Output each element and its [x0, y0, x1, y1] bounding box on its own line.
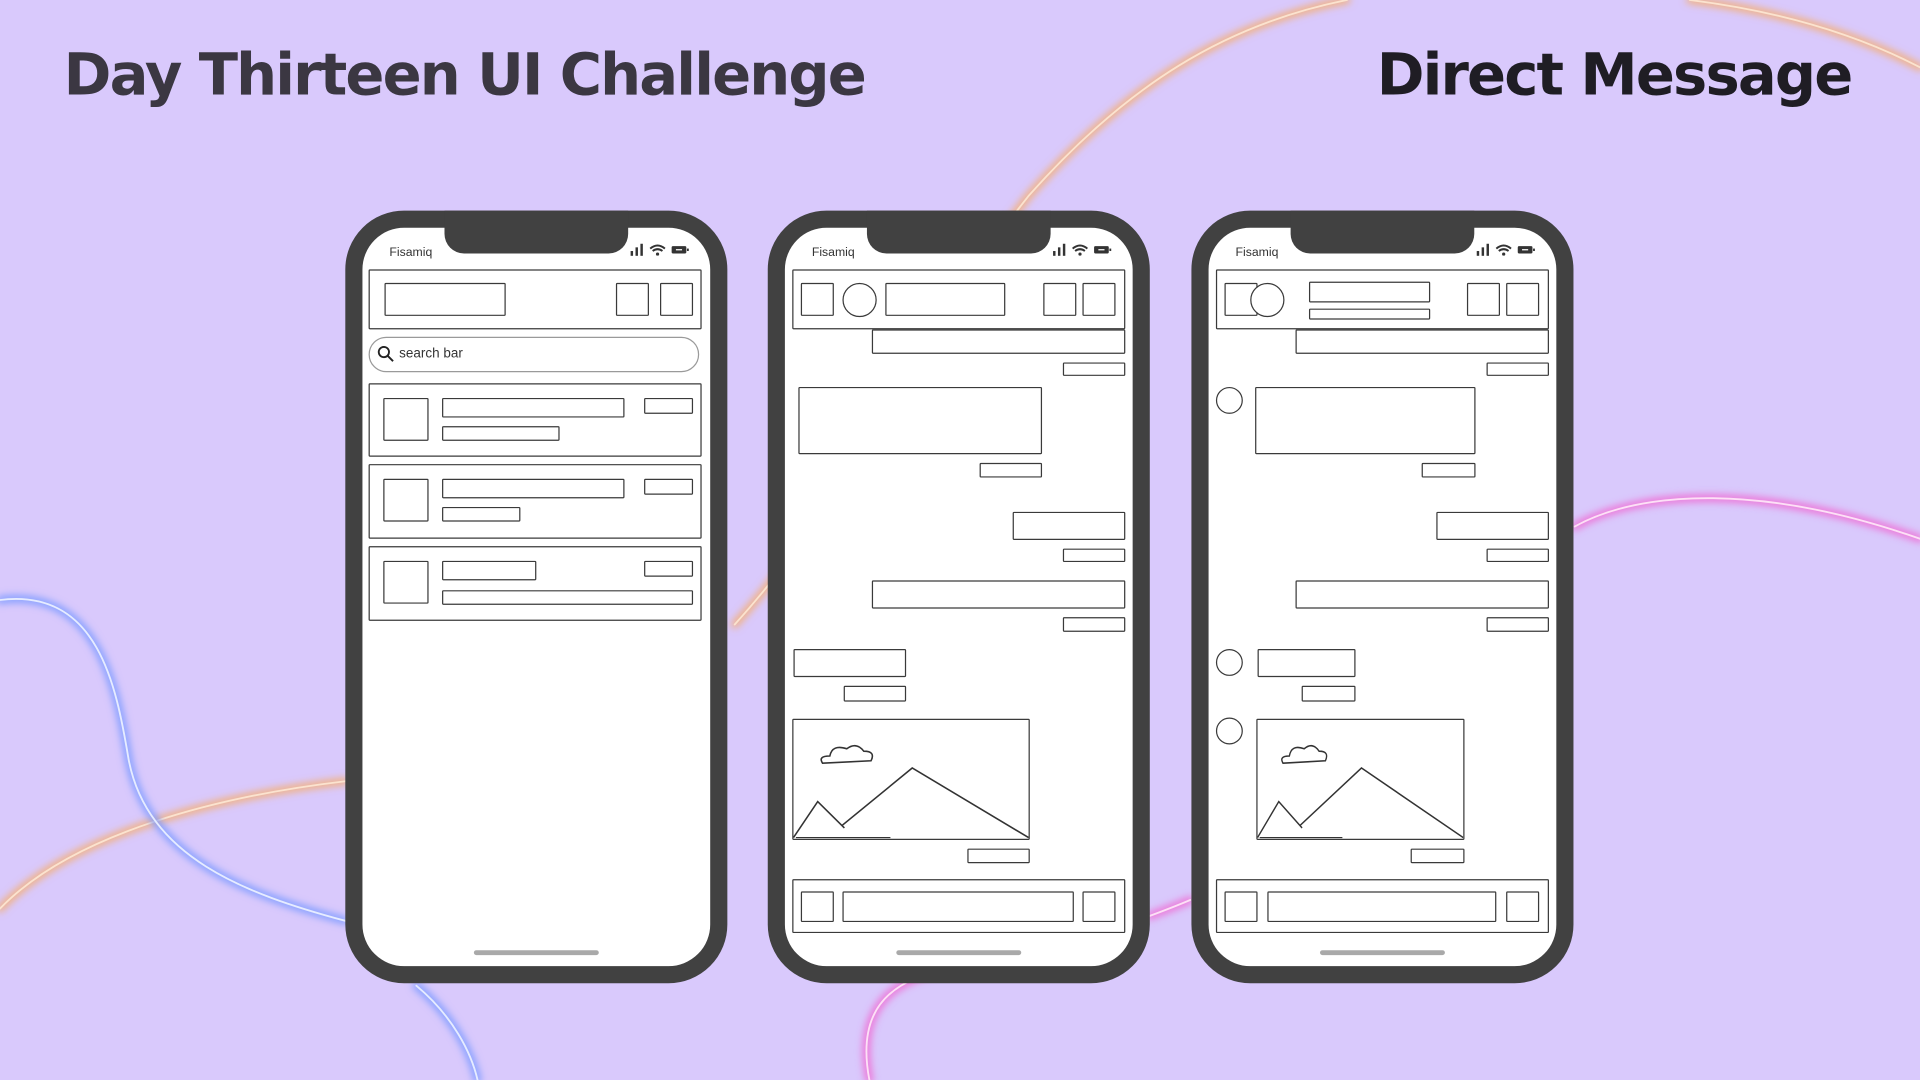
message-time — [1062, 362, 1126, 376]
message-time — [967, 848, 1030, 864]
home-indicator[interactable] — [896, 950, 1022, 956]
received-message — [1255, 386, 1476, 455]
sent-message — [1295, 329, 1549, 354]
message-input[interactable] — [1267, 891, 1497, 923]
avatar-placeholder — [383, 478, 429, 522]
image-placeholder-icon — [1256, 744, 1464, 839]
search-icon — [377, 345, 394, 362]
notch — [866, 210, 1051, 254]
received-message — [1257, 648, 1356, 678]
home-indicator[interactable] — [1320, 950, 1445, 956]
more-button[interactable] — [1082, 282, 1116, 316]
attach-button[interactable] — [800, 891, 834, 923]
avatar-placeholder — [383, 560, 429, 604]
action-button[interactable] — [615, 282, 649, 316]
sent-message — [871, 580, 1126, 609]
attach-button[interactable] — [1224, 891, 1258, 923]
message-time — [1062, 548, 1126, 563]
send-button[interactable] — [1082, 891, 1116, 923]
contact-avatar[interactable] — [1250, 282, 1285, 318]
wifi-icon — [649, 244, 666, 256]
preview-line — [442, 590, 694, 605]
status-icons — [1476, 243, 1547, 262]
message-time — [1421, 462, 1476, 478]
search-placeholder: search bar — [399, 346, 463, 362]
preview-line — [442, 426, 560, 441]
battery-icon — [672, 246, 690, 254]
received-message — [798, 386, 1043, 455]
send-button[interactable] — [1506, 891, 1540, 923]
image-message[interactable] — [792, 718, 1030, 841]
avatar-placeholder — [383, 397, 429, 441]
call-button[interactable] — [1466, 282, 1501, 316]
message-time — [1486, 548, 1549, 563]
notch — [1290, 210, 1475, 254]
carrier-label: Fisamiq — [1235, 246, 1279, 260]
wifi-icon — [1072, 244, 1089, 256]
challenge-title: Day Thirteen UI Challenge — [63, 41, 867, 109]
title-placeholder — [384, 282, 506, 316]
image-placeholder-icon — [792, 744, 1029, 839]
sender-avatar — [1215, 386, 1243, 414]
message-time — [979, 462, 1043, 478]
image-message[interactable] — [1256, 718, 1465, 841]
search-input[interactable]: search bar — [368, 336, 700, 373]
sender-avatar — [1215, 717, 1243, 745]
home-indicator[interactable] — [473, 950, 599, 956]
signal-icon — [1476, 243, 1489, 256]
notch — [444, 210, 629, 254]
sent-message — [1012, 511, 1126, 541]
received-message — [793, 648, 907, 678]
message-input[interactable] — [842, 891, 1074, 923]
status-icons — [1052, 243, 1123, 262]
more-button[interactable] — [1506, 282, 1540, 316]
message-time — [1301, 685, 1356, 702]
timestamp — [644, 560, 694, 577]
message-time — [1486, 617, 1549, 632]
call-button[interactable] — [1043, 282, 1077, 316]
sent-message — [871, 329, 1126, 354]
contact-name — [885, 282, 1006, 316]
message-time — [843, 685, 907, 702]
message-time — [1486, 362, 1549, 376]
contact-status — [1308, 308, 1431, 320]
preview-line — [442, 506, 521, 522]
sent-message — [1436, 511, 1549, 541]
screen-title: Direct Message — [1376, 41, 1854, 109]
battery-icon — [1094, 246, 1112, 254]
contact-name — [1308, 281, 1431, 303]
wifi-icon — [1495, 244, 1512, 256]
message-time — [1062, 617, 1126, 632]
timestamp — [644, 397, 694, 414]
signal-icon — [1053, 243, 1066, 256]
name-line — [442, 560, 537, 581]
carrier-label: Fisamiq — [811, 246, 855, 260]
battery-icon — [1518, 246, 1536, 254]
action-button[interactable] — [660, 282, 694, 316]
sent-message — [1295, 580, 1549, 609]
timestamp — [644, 478, 694, 495]
name-line — [442, 397, 625, 418]
sender-avatar — [1215, 648, 1243, 676]
name-line — [442, 478, 625, 499]
back-button[interactable] — [800, 282, 834, 316]
carrier-label: Fisamiq — [389, 246, 433, 260]
contact-avatar[interactable] — [842, 282, 877, 318]
status-icons — [629, 243, 700, 262]
signal-icon — [630, 243, 643, 256]
message-time — [1410, 848, 1465, 864]
